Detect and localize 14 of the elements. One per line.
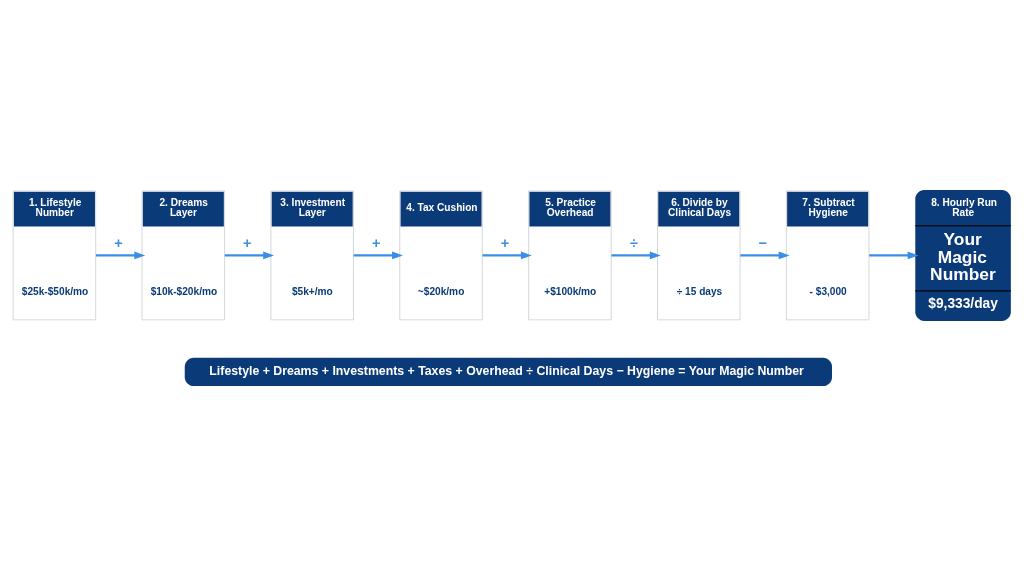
arrow	[95, 251, 146, 260]
edge-label: +	[114, 235, 123, 252]
edge-label: ÷	[630, 235, 638, 252]
arrow	[740, 251, 790, 260]
edge-label: +	[500, 235, 510, 252]
arrow	[353, 251, 403, 260]
node-box: Lifestyle + Dreams + Investments + Taxes + Overhead ÷ Clinical Days − Hygiene = Your Magic Number	[184, 357, 832, 387]
edge-label: +	[243, 235, 252, 252]
arrow	[611, 251, 661, 260]
arrow	[482, 251, 532, 260]
edge-label: −	[758, 235, 767, 252]
arrow	[869, 251, 919, 260]
edge-label: +	[371, 235, 381, 252]
arrow	[224, 251, 275, 260]
